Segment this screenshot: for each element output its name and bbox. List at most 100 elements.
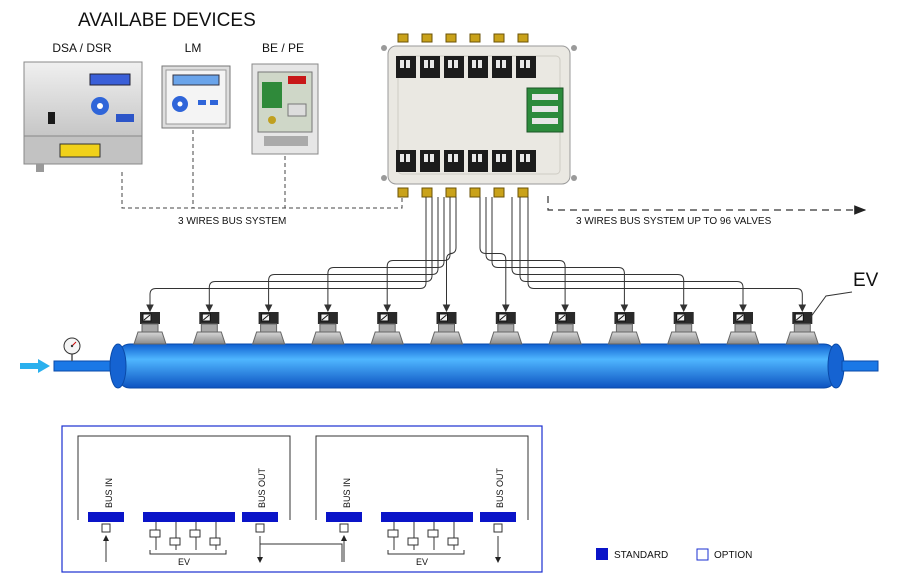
bus-schematic: BUS IN BUS OUT EV BUS IN BUS OUT EV (61, 425, 543, 573)
dsa-dsr-device-icon (23, 61, 143, 172)
wire-arrow (383, 304, 392, 313)
pressure-gauge-icon (63, 337, 81, 355)
solenoid-valve-icon (133, 312, 167, 345)
wire-arrow (324, 304, 332, 313)
device-label-lm: LM (185, 41, 202, 55)
legend-option-label: OPTION (714, 550, 752, 561)
option-box (447, 537, 459, 546)
valve-wire (511, 197, 685, 310)
solenoid-valve-icon (311, 312, 345, 345)
valve-wire (527, 197, 803, 310)
solenoid-valve-icon (251, 312, 286, 345)
bus-in-label: BUS IN (104, 478, 114, 508)
terminal-bottom (516, 150, 536, 198)
inlet-arrow-icon (20, 359, 50, 373)
wire-arrow (620, 304, 629, 313)
option-box (189, 529, 201, 538)
legend-standard-label: STANDARD (614, 550, 668, 561)
option-box (255, 523, 265, 533)
bus-in-block (88, 512, 124, 522)
wire-arrow (501, 304, 510, 313)
solenoid-valves (133, 312, 819, 345)
valve-wire (268, 197, 439, 310)
terminal-top (468, 33, 488, 78)
bus-in-block (326, 512, 362, 522)
option-box (101, 523, 111, 533)
bus-out-label: BUS OUT (495, 467, 505, 508)
terminal-top (444, 33, 464, 78)
solenoid-valve-icon (370, 312, 404, 345)
terminal-bottom (468, 150, 488, 198)
device-label-be: BE / PE (262, 41, 304, 55)
ev-schematic-label: EV (416, 557, 428, 567)
wire-arrow (679, 304, 688, 313)
legend-standard-swatch (596, 548, 608, 560)
solenoid-valve-icon (548, 312, 582, 345)
bus-out-block (480, 512, 516, 522)
terminal-top (516, 33, 536, 78)
option-box (339, 523, 349, 533)
wire-arrow (739, 304, 747, 313)
option-box (493, 523, 503, 533)
bus-wiring-devices (121, 130, 403, 209)
option-box (407, 537, 419, 546)
lm-device-icon (161, 65, 231, 129)
terminal-bottom (492, 150, 512, 198)
solenoid-valve-icon (607, 312, 642, 345)
solenoid-valve-icon (726, 312, 760, 345)
terminal-top (492, 33, 512, 78)
option-box (387, 529, 399, 538)
solenoid-valve-icon (429, 312, 464, 345)
valve-wiring (146, 197, 807, 313)
terminal-bottom (420, 150, 440, 198)
valve-wire (149, 197, 427, 310)
solenoid-valve-icon (489, 312, 523, 345)
wire-arrow (264, 304, 273, 313)
legend: STANDARD OPTION (596, 548, 752, 561)
ev-schematic-label: EV (178, 557, 190, 567)
solenoid-valve-icon (785, 312, 819, 345)
valve-wire (491, 197, 625, 310)
option-box (209, 537, 221, 546)
legend-option-swatch (696, 548, 709, 561)
wire-arrow (146, 304, 154, 313)
ev-block (381, 512, 473, 522)
be-pe-device-icon (251, 63, 319, 155)
bus-extension (547, 196, 867, 215)
valve-wire (208, 197, 433, 310)
option-box (169, 537, 181, 546)
terminal-bottom (444, 150, 464, 198)
bus-out-block (242, 512, 278, 522)
schematic-module: BUS IN BUS OUT EV (315, 435, 529, 567)
valve-wire (446, 197, 457, 310)
bus-label-left: 3 WIRES BUS SYSTEM (178, 216, 286, 227)
wire-arrow (798, 304, 807, 313)
header-tank (109, 343, 879, 389)
bus-out-label: BUS OUT (257, 467, 267, 508)
solenoid-valve-icon (192, 312, 226, 345)
valve-wire (479, 197, 507, 310)
option-box (149, 529, 161, 538)
valve-wire (519, 197, 744, 310)
ev-label: EV (853, 270, 879, 291)
ev-pointer (809, 291, 853, 319)
wire-arrow (205, 304, 214, 313)
bus-in-label: BUS IN (342, 478, 352, 508)
schematic-module: BUS IN BUS OUT EV (77, 435, 291, 567)
valve-wire (386, 197, 451, 310)
wire-arrow (442, 304, 451, 313)
ev-block (143, 512, 235, 522)
terminal-top (420, 33, 440, 78)
terminal-top (396, 33, 416, 78)
bus-label-right: 3 WIRES BUS SYSTEM UP TO 96 VALVES (576, 216, 772, 227)
valve-wire (327, 197, 445, 310)
junction-box (381, 33, 577, 198)
wire-arrow (561, 304, 569, 313)
valve-wire (485, 197, 566, 310)
diagram-title: AVAILABE DEVICES (78, 10, 256, 31)
device-label-dsa: DSA / DSR (52, 41, 112, 55)
module-link (260, 543, 343, 562)
terminal-bottom (396, 150, 416, 198)
solenoid-valve-icon (667, 312, 701, 345)
